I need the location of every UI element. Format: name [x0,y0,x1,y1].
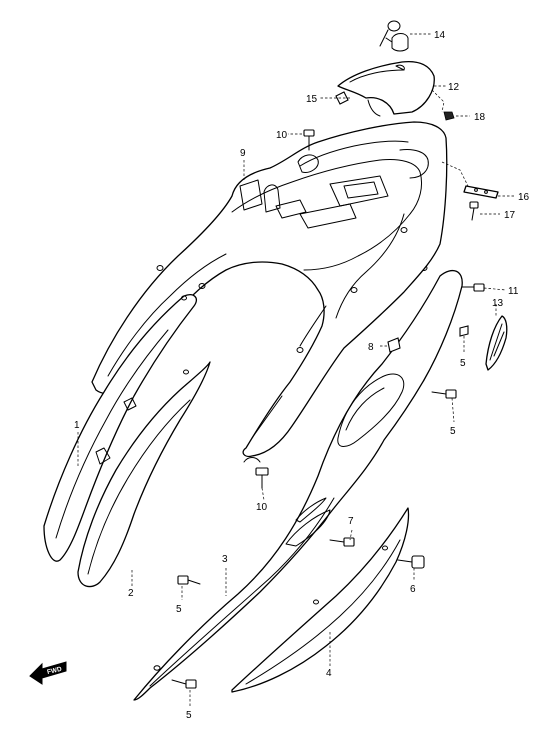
callout-9: 9 [240,148,246,159]
part-6-bolt[interactable] [397,555,425,569]
callout-14: 14 [434,30,446,41]
part-5-screw-c[interactable] [177,575,201,585]
part-5-screw-b[interactable] [431,389,457,399]
part-8-grommet[interactable] [387,337,401,353]
callout-7: 7 [348,516,354,527]
callout-10-lower: 10 [256,502,268,513]
callout-15: 15 [306,94,318,105]
callout-10-upper: 10 [276,130,288,141]
part-2-inner-rail-cover[interactable] [77,361,211,588]
callout-8: 8 [368,342,374,353]
forward-label: FWD [46,666,62,676]
part-9-tail-frame-cover[interactable] [91,121,448,463]
part-17-bolt[interactable] [469,201,479,221]
hardware-items [171,91,485,689]
part-7-screw[interactable] [329,537,355,547]
part-1-left-rail-cover[interactable] [43,294,198,562]
callout-2: 2 [128,588,134,599]
part-11-screw[interactable] [461,283,485,292]
callout-18: 18 [474,112,486,123]
callout-11: 11 [508,286,519,297]
part-18-nut[interactable] [443,111,455,121]
callout-5-right: 5 [450,426,456,437]
part-14-seat-lock[interactable] [379,20,409,52]
callout-17: 17 [504,210,516,221]
callout-1: 1 [74,420,80,431]
part-4-lower-side-cover[interactable] [231,507,410,693]
callout-5-left: 5 [176,604,182,615]
part-5-grommet-a[interactable] [459,325,469,337]
part-15-clip[interactable] [335,91,349,105]
callout-labels: 14 12 15 18 10 9 16 17 11 13 5 8 5 1 10 … [74,30,530,721]
callout-13: 13 [492,298,504,309]
part-3-side-cover[interactable] [133,265,463,701]
callout-6: 6 [410,584,416,595]
callout-5-bottom: 5 [186,710,192,721]
callout-16: 16 [518,192,530,203]
part-16-bracket[interactable] [463,185,499,199]
callout-12: 12 [448,82,460,93]
callout-5-right-upper: 5 [460,358,466,369]
part-5-screw-d[interactable] [171,679,197,689]
callout-4: 4 [326,668,332,679]
part-10-bolt-upper[interactable] [303,129,315,151]
part-12-tail-cover[interactable] [337,60,435,117]
forward-arrow-icon: FWD [29,661,67,685]
callout-3: 3 [222,554,228,565]
part-10-bolt-lower[interactable] [255,467,269,489]
leader-lines [77,33,516,706]
part-13-emblem[interactable] [485,315,508,371]
